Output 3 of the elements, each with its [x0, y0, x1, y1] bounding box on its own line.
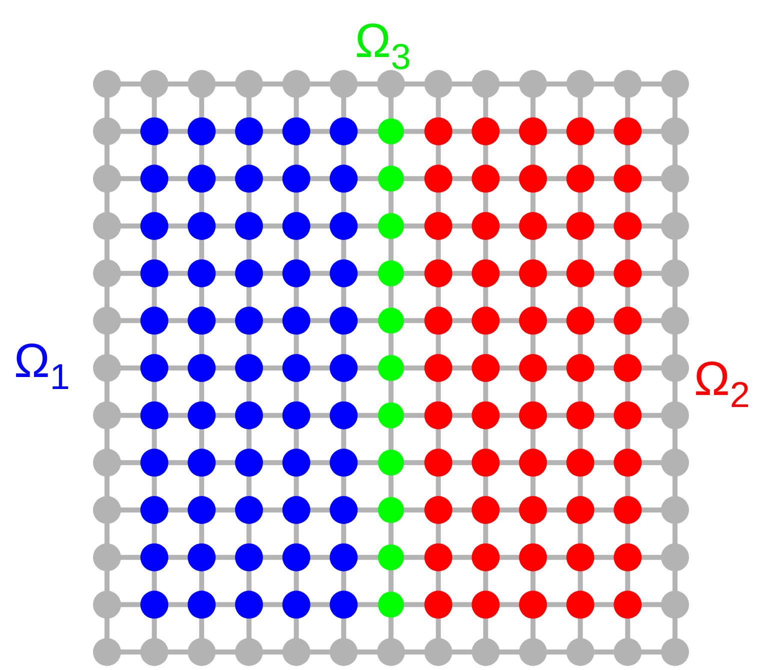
- domain-label: Ω$_{1}$: [14, 338, 70, 395]
- domain-label: Ω$_{3}$: [355, 18, 411, 75]
- domain-label: Ω$_{2}$: [694, 356, 750, 413]
